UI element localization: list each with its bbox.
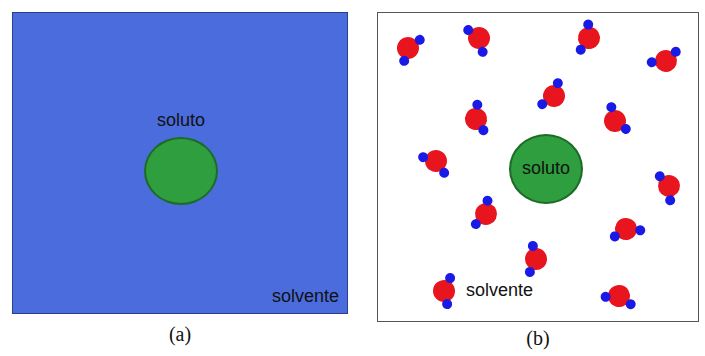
solvent-panel: solvente soluto [12,12,348,314]
solute-label: soluto [522,159,570,179]
solvent-panel: solvente soluto [377,12,699,322]
panel-caption: (a) [169,323,191,346]
solute-circle: soluto [144,137,218,205]
solvent-label: solvente [466,281,533,301]
solvent-label: solvente [272,287,339,307]
solute-label: soluto [157,111,205,131]
solute-circle: soluto [509,134,583,204]
panel-caption: (b) [526,327,549,350]
